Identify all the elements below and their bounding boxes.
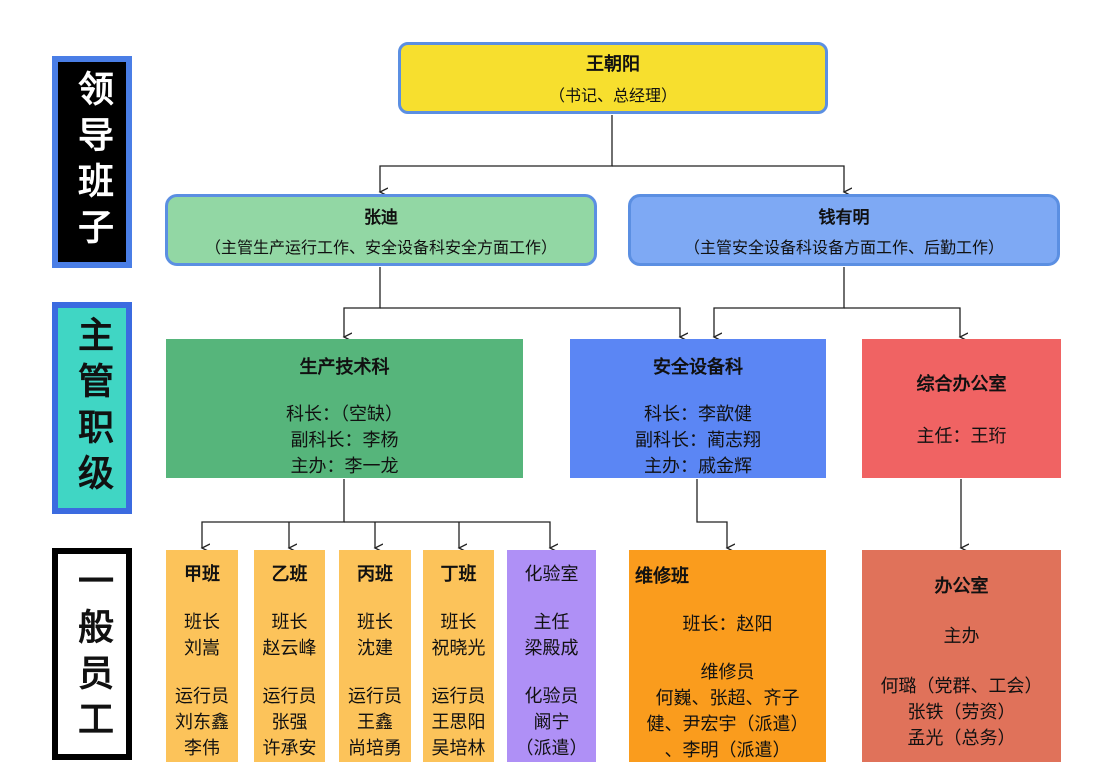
node-dept-production: 生产技术科 科长：（空缺） 副科长：李杨 主办：李一龙 <box>166 339 523 478</box>
node-line: 梁殿成 <box>524 638 579 659</box>
node-line: 主办：戚金辉 <box>644 456 752 477</box>
node-role: （主管安全设备科设备方面工作、后勤工作） <box>683 237 1004 257</box>
node-line: 吴培林 <box>431 738 486 759</box>
level-staff: 一般员工 <box>52 548 132 760</box>
node-line: 班长 <box>357 612 393 633</box>
node-line: 孟光（总务） <box>907 728 1016 749</box>
level-leadership: 领导班子 <box>52 56 132 268</box>
node-line: 副科长：李杨 <box>290 430 399 451</box>
node-team-yi: 乙班 班长 赵云峰 运行员 张强 许承安 <box>254 550 325 762</box>
node-line: 化验员 <box>524 686 579 707</box>
node-title: 综合办公室 <box>916 373 1007 395</box>
node-line: （派遣） <box>515 738 588 759</box>
node-line: 运行员 <box>348 686 402 707</box>
node-line: 尚培勇 <box>348 738 402 759</box>
node-line: 刘嵩 <box>184 638 220 659</box>
node-title: 丁班 <box>440 564 477 585</box>
node-name: 钱有明 <box>818 207 870 228</box>
node-team-admin: 办公室 主办 何璐（党群、工会） 张铁（劳资） 孟光（总务） <box>862 550 1061 762</box>
node-line: 科长：李歆健 <box>644 404 752 425</box>
node-line: 主办 <box>943 626 980 647</box>
node-line: 健、尹宏宇（派遣） <box>646 714 809 735</box>
node-line: 维修员 <box>700 662 755 683</box>
node-team-ding: 丁班 班长 祝晓光 运行员 王思阳 吴培林 <box>423 550 494 762</box>
level-management: 主管职级 <box>52 302 132 514</box>
node-line: 张强 <box>271 712 308 733</box>
node-line: 赵云峰 <box>262 638 317 659</box>
node-line: 张铁（劳资） <box>907 702 1016 723</box>
node-dept-office: 综合办公室 主任：王珩 <box>862 339 1061 478</box>
node-line: 阚宁 <box>533 712 570 733</box>
node-title: 安全设备科 <box>653 357 743 378</box>
node-line: 主办：李一龙 <box>290 456 399 477</box>
node-title: 丙班 <box>357 564 393 585</box>
node-team-jia: 甲班 班长 刘嵩 运行员 刘东鑫 李伟 <box>166 550 238 762</box>
node-line: 沈建 <box>357 638 393 659</box>
level-staff-label: 一般员工 <box>72 562 113 746</box>
node-line: 主任：王珩 <box>916 425 1007 447</box>
node-team-repair: 维修班 班长：赵阳 维修员 何巍、张超、齐子 健、尹宏宇（派遣） 、李明（派遣） <box>629 550 826 762</box>
node-line: 许承安 <box>262 738 317 759</box>
node-line: 、李明（派遣） <box>664 740 791 761</box>
node-title: 甲班 <box>184 564 220 585</box>
node-line: 班长 <box>184 612 220 633</box>
node-line: 祝晓光 <box>431 638 486 659</box>
node-name: 王朝阳 <box>586 54 640 75</box>
node-line: 王鑫 <box>357 712 393 733</box>
node-line: 运行员 <box>262 686 317 707</box>
node-title: 办公室 <box>934 576 989 597</box>
node-line: 何璐（党群、工会） <box>880 676 1043 697</box>
node-line: 副科长：蔺志翔 <box>635 430 761 451</box>
node-title: 维修班 <box>635 566 689 587</box>
node-title: 化验室 <box>524 564 579 585</box>
node-team-bing: 丙班 班长 沈建 运行员 王鑫 尚培勇 <box>339 550 411 762</box>
node-line: 班长 <box>271 612 308 633</box>
node-team-lab: 化验室 主任 梁殿成 化验员 阚宁 （派遣） <box>507 550 596 762</box>
node-dept-safety: 安全设备科 科长：李歆健 副科长：蔺志翔 主办：戚金辉 <box>570 339 826 478</box>
node-line: 科长：（空缺） <box>286 404 403 425</box>
node-line: 刘东鑫 <box>175 712 229 733</box>
node-name: 张迪 <box>364 207 398 228</box>
node-leader-left: 张迪 （主管生产运行工作、安全设备科安全方面工作） <box>165 194 597 266</box>
node-line: 运行员 <box>431 686 486 707</box>
node-line: 主任 <box>533 612 570 633</box>
node-title: 生产技术科 <box>299 357 390 378</box>
node-line: 李伟 <box>184 738 220 759</box>
node-line: 班长：赵阳 <box>682 614 773 635</box>
node-line: 何巍、张超、齐子 <box>655 688 800 709</box>
node-line: 王思阳 <box>431 712 486 733</box>
node-role: （书记、总经理） <box>548 86 677 105</box>
level-leadership-label: 领导班子 <box>72 70 113 254</box>
node-leader-right: 钱有明 （主管安全设备科设备方面工作、后勤工作） <box>628 194 1060 266</box>
node-line: 班长 <box>440 612 477 633</box>
node-role: （主管生产运行工作、安全设备科安全方面工作） <box>204 237 557 257</box>
level-management-label: 主管职级 <box>72 316 113 500</box>
node-line: 运行员 <box>175 686 229 707</box>
node-title: 乙班 <box>271 564 308 585</box>
node-general-manager: 王朝阳 （书记、总经理） <box>398 42 828 114</box>
